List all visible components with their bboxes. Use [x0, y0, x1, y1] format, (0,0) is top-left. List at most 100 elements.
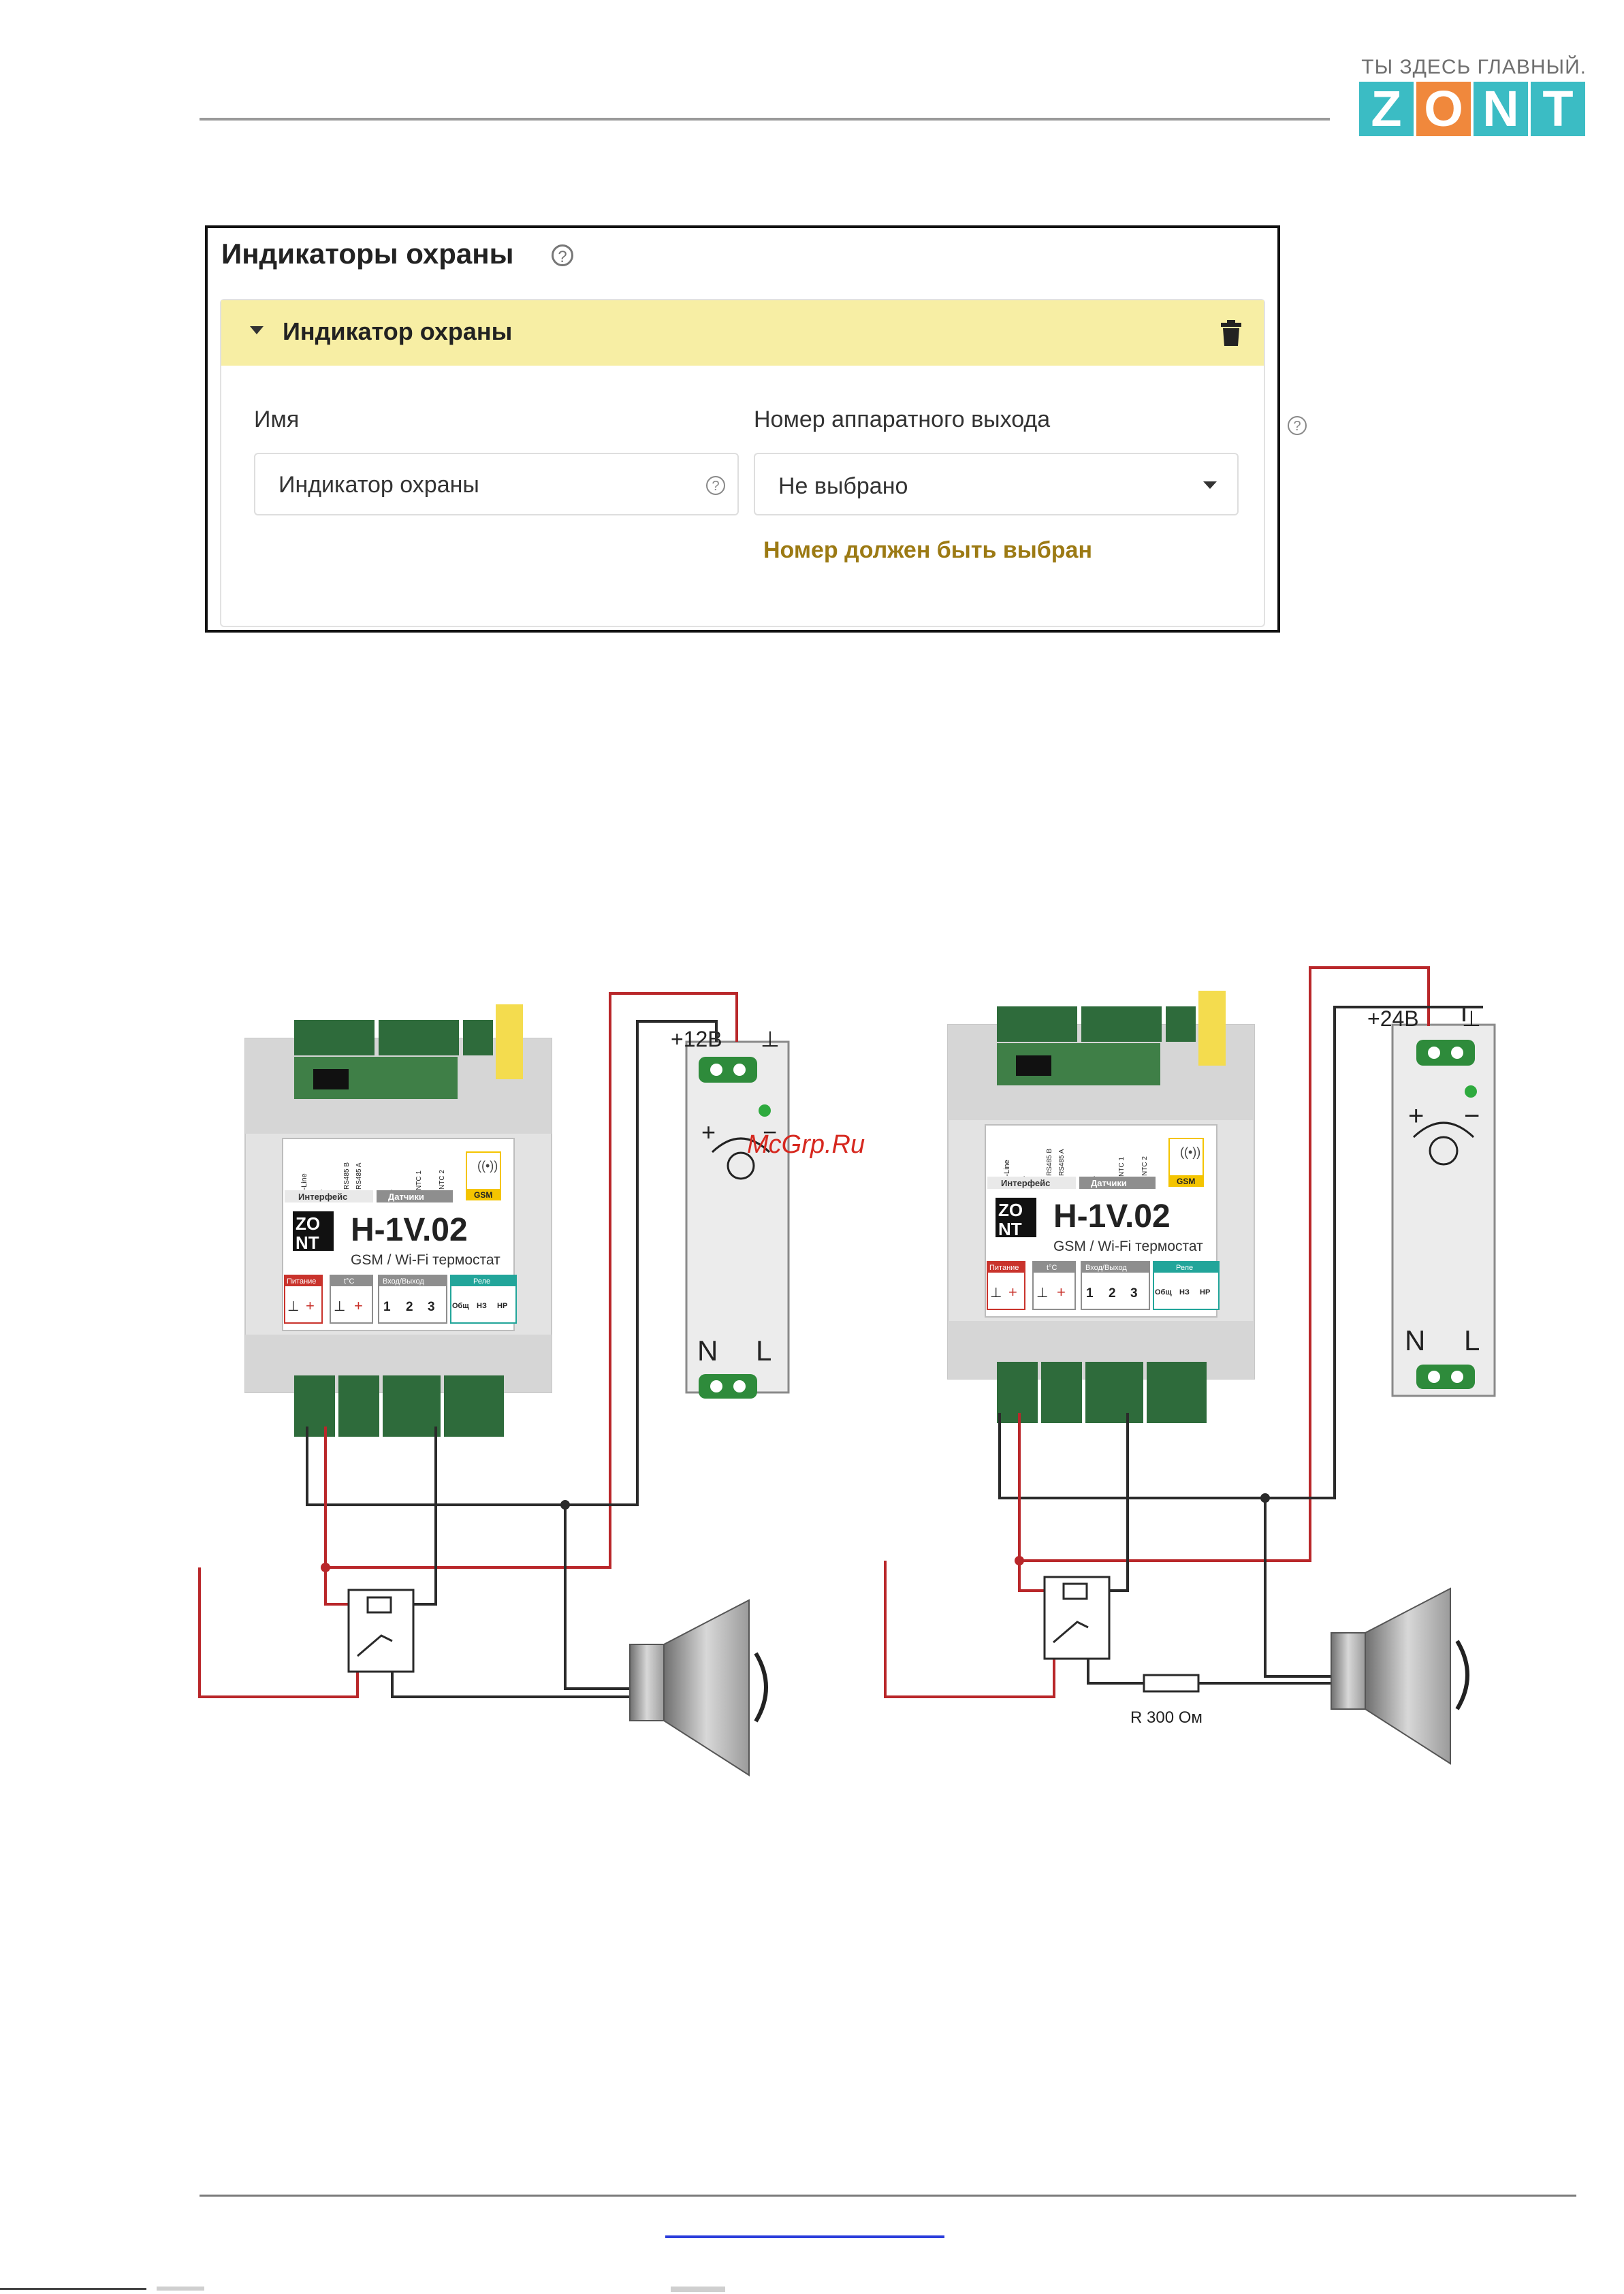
name-input[interactable]: Индикатор охраны ?: [254, 453, 739, 515]
question-circle-icon[interactable]: ?: [706, 476, 725, 495]
gsm-label: GSM: [474, 1190, 492, 1200]
psu-n-label: N: [1405, 1324, 1425, 1356]
caret-down-icon[interactable]: [250, 326, 264, 334]
pin-label: Общ: [452, 1302, 469, 1310]
name-label: Имя: [254, 407, 300, 432]
gsm-label: GSM: [1177, 1177, 1195, 1186]
pin-label: ⊥: [334, 1299, 345, 1314]
gsm-antenna-icon: ((•)): [477, 1159, 498, 1173]
logo-letter: N: [1474, 82, 1528, 136]
pin-label: ⊥: [1036, 1286, 1048, 1301]
group-label: Интерфейс: [298, 1192, 347, 1202]
pin-label: RS485 A: [1058, 1149, 1066, 1176]
device-model: H-1V.02: [351, 1212, 468, 1248]
pin-label: NTC 2: [1141, 1156, 1149, 1176]
psu-plus: +: [1408, 1101, 1424, 1131]
power-supply-right: + − N L +24В ⊥: [1367, 1006, 1496, 1397]
pin-label: NTC 1: [1118, 1157, 1126, 1177]
zont-logo: ТЫ ЗДЕСЬ ГЛАВНЫЙ. Z O N T: [1355, 56, 1600, 138]
footer-link[interactable]: [665, 2235, 944, 2238]
pin-label: НЗ: [1179, 1288, 1190, 1296]
group-label: Вход/Выход: [1085, 1264, 1127, 1272]
pin-label: ⊥: [990, 1286, 1002, 1301]
output-number-label: Номер аппаратного выхода: [754, 407, 1051, 432]
device-model: H-1V.02: [1053, 1198, 1171, 1234]
pin-label: RS485 B: [1046, 1149, 1053, 1176]
pin-label: K-Line: [300, 1173, 308, 1195]
psu-l-label: L: [1464, 1324, 1480, 1356]
device-subtitle: GSM / Wi-Fi термостат: [351, 1252, 500, 1268]
siren-right: [1331, 1587, 1469, 1765]
question-circle-icon[interactable]: ?: [552, 244, 573, 266]
device-brand: NT: [998, 1219, 1022, 1239]
relay-right: [1043, 1576, 1111, 1660]
right-scheme: K-Line ⊥ RS485 B RS485 A ⊥ NTC 1 NTC 2 И…: [884, 966, 1496, 1765]
group-label: Интерфейс: [1001, 1178, 1050, 1188]
panel-title: Индикаторы охраны: [221, 238, 514, 270]
scan-artifact: [0, 2288, 146, 2290]
pin-label: RS485 A: [355, 1162, 363, 1190]
name-input-value: Индикатор охраны: [278, 472, 479, 498]
psu-voltage-label: +24В: [1367, 1006, 1419, 1031]
output-number-selected: Не выбрано: [778, 473, 908, 499]
logo-tagline: ТЫ ЗДЕСЬ ГЛАВНЫЙ.: [1361, 56, 1587, 78]
resistor-label: R 300 Ом: [1130, 1708, 1203, 1727]
dropdown-arrow-icon[interactable]: [1203, 481, 1217, 489]
group-label: Питание: [989, 1264, 1019, 1272]
pin-label: 3: [1130, 1286, 1138, 1301]
indicator-card-header[interactable]: Индикатор охраны: [221, 300, 1264, 366]
gsm-antenna-icon: ((•)): [1180, 1145, 1200, 1159]
trash-icon[interactable]: [1221, 319, 1241, 347]
header-divider: [200, 118, 1330, 121]
controller-left: K-Line ⊥ RS485 B RS485 A ⊥ NTC 1 NTC 2 И…: [244, 1004, 552, 1437]
wiring-diagram: K-Line ⊥ RS485 B RS485 A ⊥ NTC 1 NTC 2 И…: [198, 966, 1496, 1777]
psu-plus: +: [701, 1118, 716, 1146]
psu-n-label: N: [697, 1335, 718, 1367]
output-number-select[interactable]: Не выбрано: [754, 453, 1239, 515]
ground-label: ⊥: [761, 1027, 780, 1051]
output-validation-error: Номер должен быть выбран: [763, 537, 1092, 563]
psu-l-label: L: [756, 1335, 771, 1367]
pin-label: +: [1008, 1284, 1017, 1301]
group-label: Реле: [1176, 1264, 1193, 1272]
pin-label: НР: [497, 1302, 507, 1310]
relay-left: [347, 1589, 415, 1673]
resistor-right: R 300 Ом: [1130, 1674, 1203, 1727]
group-label: Датчики: [388, 1192, 424, 1202]
pin-label: 2: [1109, 1286, 1116, 1301]
pin-label: 2: [406, 1300, 413, 1314]
psu-minus: −: [1464, 1101, 1480, 1131]
device-brand: NT: [296, 1232, 319, 1253]
pin-label: Общ: [1155, 1288, 1172, 1296]
group-label: Реле: [473, 1277, 490, 1286]
watermark: McGrp.Ru: [747, 1130, 865, 1159]
group-label: t°C: [344, 1277, 354, 1286]
psu-voltage-label: +12В: [671, 1027, 722, 1051]
controller-right: K-Line ⊥ RS485 B RS485 A ⊥ NTC 1 NTC 2 И…: [947, 991, 1255, 1423]
device-brand: ZO: [296, 1213, 320, 1234]
pin-label: RS485 B: [343, 1162, 351, 1190]
pin-label: +: [354, 1297, 363, 1314]
pin-label: K-Line: [1003, 1160, 1011, 1181]
pin-label: 1: [1086, 1286, 1094, 1301]
device-subtitle: GSM / Wi-Fi термостат: [1053, 1239, 1203, 1254]
pin-label: НЗ: [477, 1302, 487, 1310]
power-supply-left: + − N L +12В ⊥: [671, 1027, 790, 1399]
siren-left: [629, 1599, 768, 1777]
wires-left: [198, 992, 738, 1698]
psu-minus: −: [763, 1118, 777, 1146]
pin-label: NTC 2: [439, 1170, 446, 1190]
scan-artifact: [157, 2287, 204, 2291]
footer-divider: [200, 2195, 1576, 2197]
pin-label: NTC 1: [415, 1170, 423, 1190]
group-label: Датчики: [1091, 1178, 1127, 1188]
group-label: Питание: [287, 1277, 316, 1286]
pin-label: 3: [428, 1300, 435, 1314]
logo-letter: T: [1531, 82, 1585, 136]
question-circle-icon[interactable]: ?: [1288, 416, 1307, 435]
device-brand: ZO: [998, 1200, 1023, 1220]
security-indicators-panel: Индикаторы охраны ? Индикатор охраны Имя…: [205, 225, 1307, 633]
wires-right: [884, 966, 1483, 1698]
logo-letter: O: [1416, 82, 1471, 136]
pin-label: +: [1057, 1284, 1066, 1301]
